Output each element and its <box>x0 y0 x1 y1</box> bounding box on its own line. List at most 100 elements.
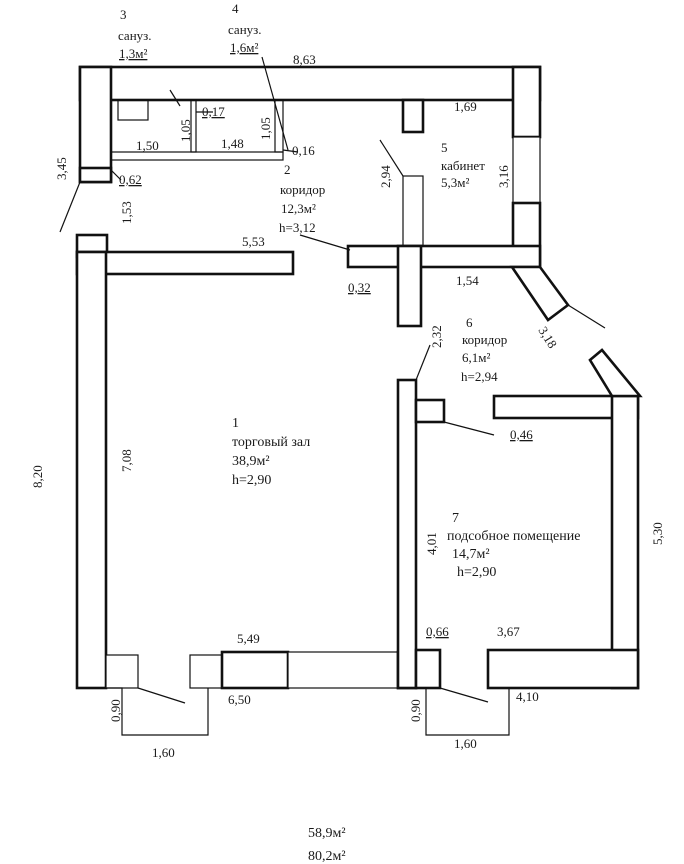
dim-090-right: 0,90 <box>408 699 423 722</box>
wall-corridor-stub <box>396 244 423 328</box>
line-h312 <box>299 234 351 251</box>
wall-study-bottom <box>346 244 542 269</box>
room-3-number: 3 <box>120 7 127 22</box>
dim-401: 4,01 <box>424 532 439 555</box>
dim-090-left: 0,90 <box>108 699 123 722</box>
dim-016: 0,16 <box>292 143 315 158</box>
room-3-area: 1,3м² <box>119 46 147 61</box>
wall-hall-bottom <box>220 650 290 690</box>
line-046 <box>443 421 495 436</box>
room-1-height: h=2,90 <box>232 473 271 488</box>
line-062 <box>110 169 122 181</box>
room-6-number: 6 <box>466 315 473 330</box>
door-swing-right <box>439 687 489 703</box>
wall-central <box>396 378 418 690</box>
room-1-area: 38,9м² <box>232 454 270 469</box>
dim-017: 0,17 <box>202 104 225 119</box>
room-2-number: 2 <box>284 162 291 177</box>
window-study <box>512 136 541 204</box>
dim-708: 7,08 <box>119 449 134 472</box>
dim-820: 8,20 <box>30 465 45 488</box>
wall-hall-left <box>75 250 108 690</box>
wall-storage-bottom <box>486 648 640 690</box>
total-area-all: 80,2м² <box>308 849 346 864</box>
room-3-name: сануз. <box>118 28 152 43</box>
dim-316: 3,16 <box>496 165 511 188</box>
line-016 <box>282 149 299 153</box>
room-6-name: коридор <box>462 332 507 347</box>
dim-148: 1,48 <box>221 136 244 151</box>
room-5-number: 5 <box>441 140 448 155</box>
dim-066: 0,66 <box>426 624 449 639</box>
room-2-area: 12,3м² <box>281 201 316 216</box>
partition-sanitary <box>110 151 284 161</box>
dim-549: 5,49 <box>237 631 260 646</box>
dim-345: 3,45 <box>54 157 69 180</box>
room-7-area: 14,7м² <box>452 547 490 562</box>
door-hall-2 <box>189 654 223 689</box>
dim-top-width: 8,63 <box>293 52 316 67</box>
room-2-height: h=3,12 <box>279 220 316 235</box>
line-345 <box>59 181 81 233</box>
line-294 <box>379 139 404 177</box>
total-area-main: 58,9м² <box>308 826 346 841</box>
room-6-height: h=2,94 <box>461 369 498 384</box>
wall-stub-left <box>78 166 113 184</box>
wc-box <box>117 99 149 121</box>
dim-169: 1,69 <box>454 99 477 114</box>
dim-530: 5,30 <box>650 522 665 545</box>
wall-storage-right <box>610 394 640 690</box>
room-4-number: 4 <box>232 1 239 16</box>
dim-410: 4,10 <box>516 689 539 704</box>
room-7-name: подсобное помещение <box>447 529 580 544</box>
dim-door-right <box>416 687 510 736</box>
wall-hall-top <box>75 250 295 276</box>
dim-wc4-height: 1,05 <box>258 117 273 140</box>
dim-160-right: 1,60 <box>454 736 477 751</box>
dim-160-left: 1,60 <box>152 745 175 760</box>
dim-553: 5,53 <box>242 234 265 249</box>
room-1-number: 1 <box>232 416 239 431</box>
dim-062: 0,62 <box>119 172 142 187</box>
dim-650: 6,50 <box>228 692 251 707</box>
line-wc3 <box>169 89 181 107</box>
line-318 <box>567 304 606 329</box>
room-5-area: 5,3м² <box>441 175 469 190</box>
door-swing-left <box>137 687 186 704</box>
dim-032: 0,32 <box>348 280 371 295</box>
wall-pillar-top <box>401 98 425 134</box>
dim-367: 3,67 <box>497 624 520 639</box>
dim-294: 2,94 <box>378 165 393 188</box>
room-4-area: 1,6м² <box>230 40 258 55</box>
dim-153: 1,53 <box>119 201 134 224</box>
wall-angled-upper <box>509 265 570 322</box>
partition-study <box>402 175 424 247</box>
wall-storage-niche <box>414 398 446 424</box>
room-2-name: коридор <box>280 182 325 197</box>
wall-upper-right <box>511 65 542 139</box>
wc4-divider <box>274 99 284 153</box>
wall-top <box>78 65 542 102</box>
dim-046: 0,46 <box>510 427 533 442</box>
dim-232: 2,32 <box>429 325 444 348</box>
dim-door-left <box>106 687 209 736</box>
door-hall <box>105 654 139 689</box>
room-7-height: h=2,90 <box>457 565 496 580</box>
window-hall <box>287 651 399 689</box>
dim-150: 1,50 <box>136 138 159 153</box>
room-6-area: 6,1м² <box>462 350 490 365</box>
room-1-name: торговый зал <box>232 435 310 450</box>
dim-318: 3,18 <box>535 324 560 351</box>
wall-angled-lower <box>588 348 643 398</box>
line-wc4 <box>261 56 289 151</box>
wall-storage-bottom-left <box>414 648 442 690</box>
room-5-name: кабинет <box>441 158 485 173</box>
wc3-divider <box>190 99 197 153</box>
wall-upper-left <box>78 65 113 184</box>
dim-154: 1,54 <box>456 273 479 288</box>
room-7-number: 7 <box>452 511 459 526</box>
room-4-name: сануз. <box>228 22 262 37</box>
dim-wc3-height: 1,05 <box>178 119 193 142</box>
line-232 <box>415 344 431 381</box>
